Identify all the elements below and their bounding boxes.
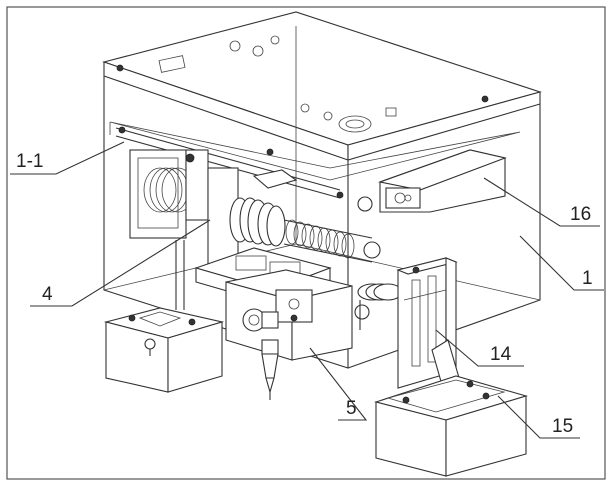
vertical-column bbox=[396, 257, 463, 393]
label-part-1-1: 1-1 bbox=[16, 151, 43, 172]
label-part-15: 15 bbox=[552, 416, 573, 437]
figure-frame bbox=[6, 6, 606, 480]
leader-lines bbox=[10, 141, 604, 439]
label-part-14: 14 bbox=[490, 344, 512, 365]
label-part-16: 16 bbox=[570, 204, 591, 225]
machine-housing bbox=[102, 11, 542, 400]
label-part-4: 4 bbox=[42, 284, 53, 305]
label-part-5: 5 bbox=[346, 398, 357, 419]
right-foot bbox=[374, 375, 528, 477]
label-part-1: 1 bbox=[582, 268, 593, 289]
left-foot bbox=[103, 307, 225, 393]
